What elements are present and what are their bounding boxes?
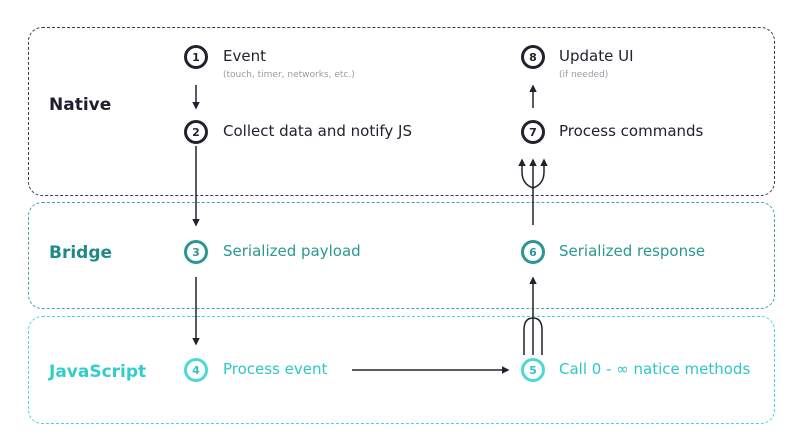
- step-8-sub: (if needed): [559, 70, 609, 80]
- javascript-lane-label: JavaScript: [49, 362, 147, 382]
- bridge-lane: [28, 202, 775, 309]
- step-5-label: Call 0 - ∞ natice methods: [559, 360, 751, 378]
- step-7-label: Process commands: [559, 122, 704, 140]
- step-8-label: Update UI: [559, 47, 634, 65]
- step-5-badge: 5: [521, 358, 545, 382]
- step-1-badge: 1: [184, 45, 208, 69]
- step-2-badge: 2: [184, 120, 208, 144]
- step-4-badge: 4: [184, 358, 208, 382]
- bridge-lane-label: Bridge: [49, 243, 113, 263]
- step-4-label: Process event: [223, 360, 328, 378]
- step-1-sub: (touch, timer, networks, etc.): [223, 70, 355, 80]
- fork-5-to-6: [523, 276, 543, 355]
- native-lane: [28, 27, 775, 196]
- step-7-badge: 7: [521, 120, 545, 144]
- step-3-label: Serialized payload: [223, 242, 361, 260]
- step-8-badge: 8: [521, 45, 545, 69]
- step-3-badge: 3: [184, 240, 208, 264]
- fork-6-to-7: [518, 158, 548, 225]
- javascript-lane: [28, 316, 775, 424]
- step-6-label: Serialized response: [559, 242, 706, 260]
- native-lane-label: Native: [49, 95, 112, 115]
- step-6-badge: 6: [521, 240, 545, 264]
- step-1-label: Event: [223, 47, 266, 65]
- step-2-label: Collect data and notify JS: [223, 122, 412, 140]
